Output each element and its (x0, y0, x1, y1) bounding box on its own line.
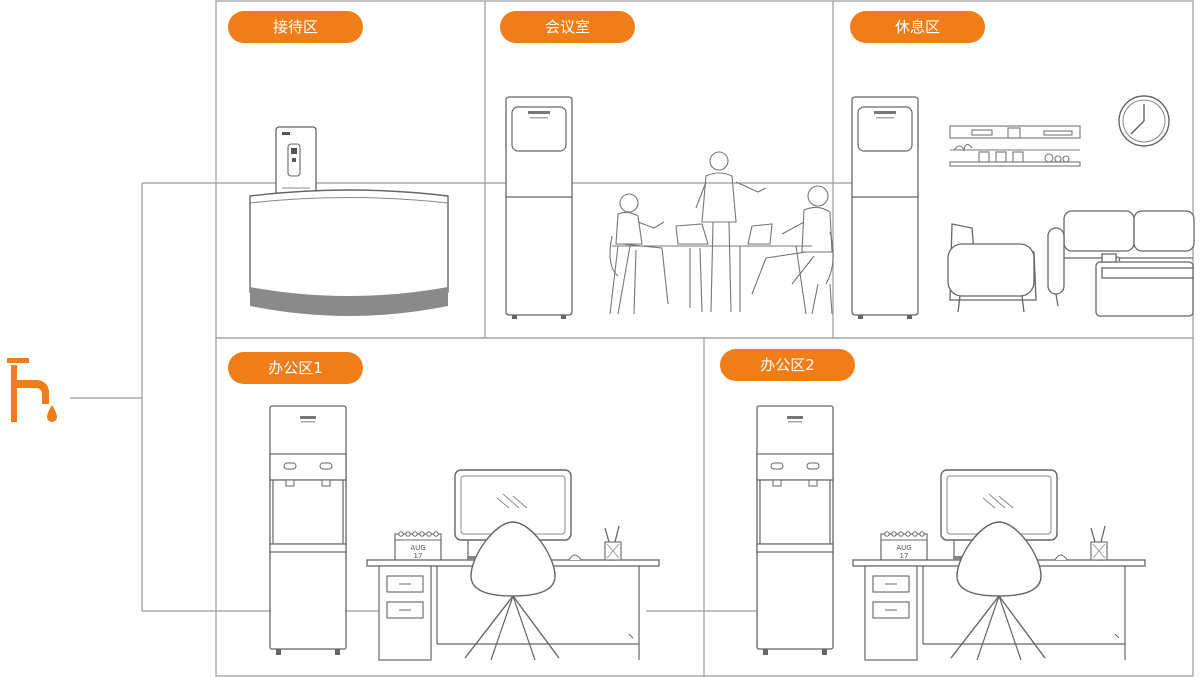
sofa (1047, 210, 1195, 307)
wall-shelf (949, 125, 1081, 167)
office2-calendar-month: AUG (896, 544, 911, 552)
coffee-table (1095, 253, 1194, 317)
office1-dispenser (269, 405, 347, 656)
water-pipeline (70, 182, 855, 612)
lounge-dispenser (851, 96, 919, 320)
zone-label-lounge: 休息区 (850, 11, 985, 43)
lounge-zone (851, 95, 1195, 320)
meeting-dispenser (505, 96, 573, 320)
office1-desk-set (366, 469, 660, 661)
zone-label-office2: 办公区2 (720, 349, 855, 381)
faucet-drop-icon (7, 358, 57, 422)
office1-calendar-day: 17 (414, 552, 423, 560)
zone-label-reception: 接待区 (228, 11, 363, 43)
office2-dispenser (756, 405, 834, 656)
office2-calendar-day: 17 (900, 552, 909, 560)
office2-zone: AUG 17 (756, 405, 1146, 661)
meeting-table-scene (609, 151, 834, 315)
countertop-dispenser (275, 126, 317, 196)
office1-calendar-month: AUG (410, 544, 425, 552)
reception-zone (249, 126, 449, 316)
wall-clock-icon (1118, 95, 1170, 147)
armchair (947, 223, 1037, 313)
meeting-zone (505, 96, 834, 320)
zone-label-meeting: 会议室 (500, 11, 635, 43)
office2-desk-set (852, 469, 1146, 661)
zone-label-office1: 办公区1 (228, 352, 363, 384)
office1-zone: AUG 17 (269, 405, 660, 661)
reception-desk (249, 189, 449, 316)
